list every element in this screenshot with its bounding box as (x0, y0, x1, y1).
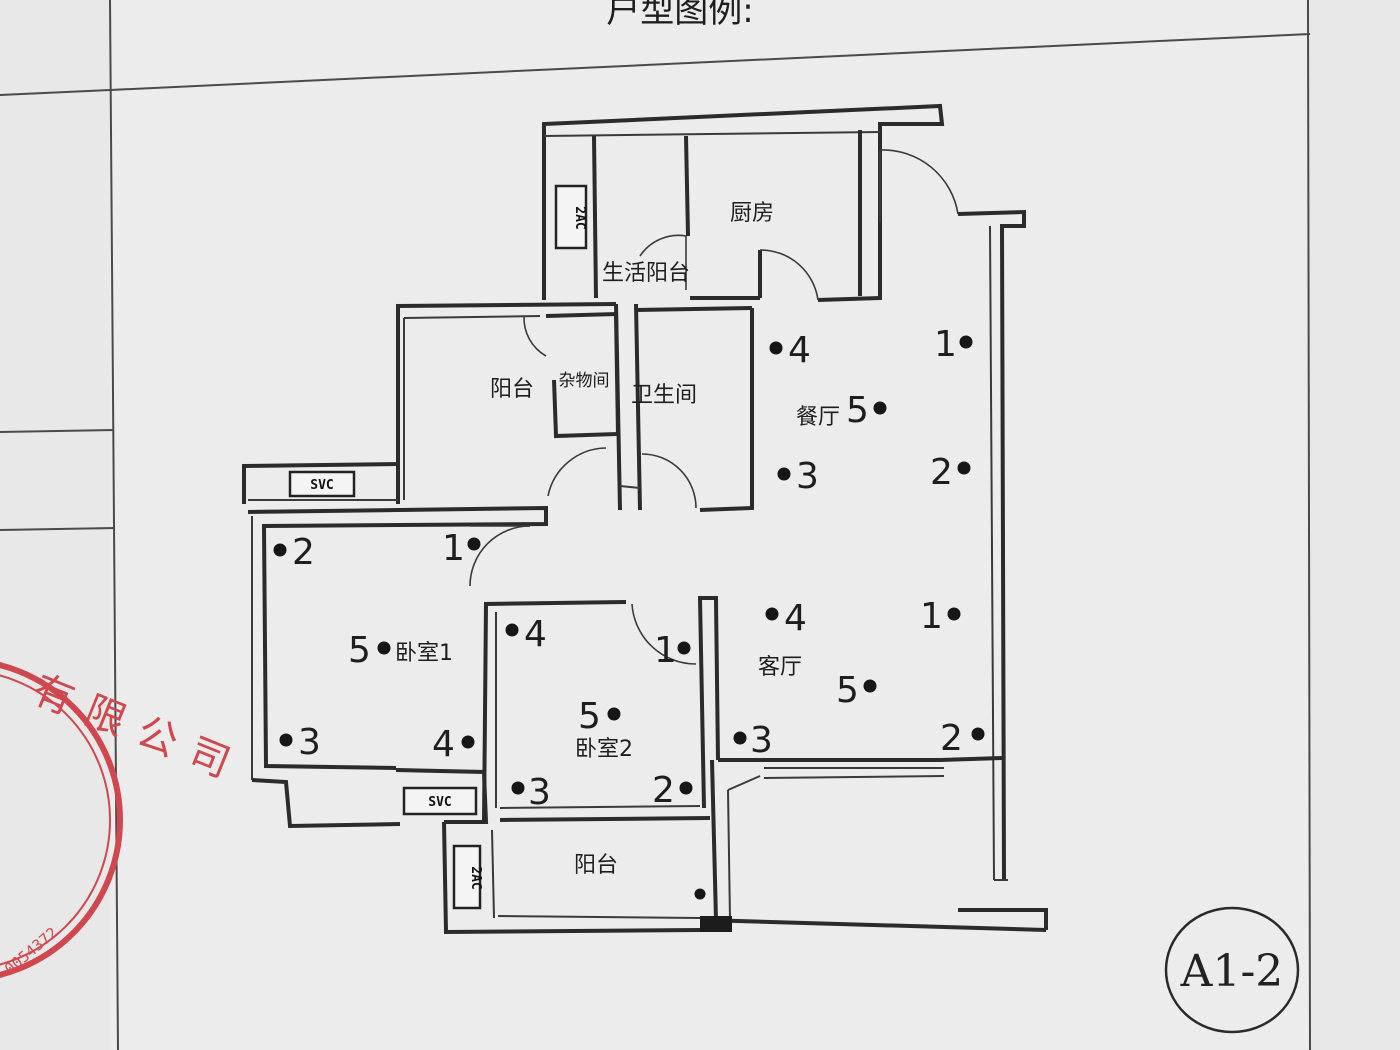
door-swings (469, 149, 959, 665)
room-label-bathroom: 卫生间 (631, 383, 697, 408)
svc-unit-lower: SVC (402, 786, 478, 816)
point-label: 3 (298, 722, 321, 763)
sheet-frame (0, 0, 1311, 1050)
room-label-living: 客厅 (758, 655, 802, 680)
svg-text:SVC: SVC (428, 795, 451, 810)
points-living: 4 5 3 1 2 (733, 596, 985, 761)
svg-text:2AC: 2AC (572, 206, 587, 229)
room-label-bedroom-1: 卧室1 (395, 641, 453, 666)
page-title: 户型图例: (606, 0, 753, 31)
point-label: 5 (836, 670, 859, 711)
point-label: 1 (654, 630, 677, 671)
plan-code-badge: A1-2 (1164, 906, 1300, 1034)
point-label: 5 (846, 390, 869, 431)
point-label: 4 (784, 598, 807, 639)
ac-unit-bottom: 2AC (452, 844, 483, 910)
point-label: 2 (930, 452, 953, 493)
point-label: 3 (750, 720, 773, 761)
walls (242, 103, 1048, 935)
svg-text:SVC: SVC (310, 478, 333, 493)
plan-code: A1-2 (1180, 946, 1284, 997)
point-label: 3 (528, 772, 551, 813)
svc-unit-upper: SVC (288, 470, 356, 498)
room-label-dining: 餐厅 (796, 405, 840, 430)
point-label: 5 (348, 630, 371, 671)
room-label-bedroom-2: 卧室2 (575, 737, 633, 762)
room-label-service-balcony: 生活阳台 (602, 261, 690, 286)
point-label: 3 (796, 456, 819, 497)
room-label-storage: 杂物间 (559, 371, 610, 391)
point-label: 2 (652, 770, 675, 811)
point-label: 1 (442, 528, 465, 569)
point-label: 2 (292, 532, 315, 573)
svg-text:2AC: 2AC (468, 866, 483, 889)
point-label: 4 (432, 724, 455, 765)
room-label-balcony-north: 阳台 (490, 377, 534, 402)
point-label: 2 (940, 718, 963, 759)
room-label-balcony-south: 阳台 (574, 853, 618, 878)
point-label: 5 (578, 696, 601, 737)
point-label: 4 (524, 614, 547, 655)
points-bedroom-1: 1 2 5 3 4 (273, 528, 481, 765)
point-label: 4 (788, 330, 811, 371)
balcony-point-marker (694, 888, 706, 900)
points-dining: 4 5 3 1 2 (769, 324, 973, 497)
point-label: 1 (934, 324, 957, 365)
points-bedroom-2: 4 1 5 3 2 (505, 614, 693, 813)
room-label-kitchen: 厨房 (730, 201, 774, 226)
ac-unit-top: 2AC (554, 184, 588, 250)
point-label: 1 (920, 596, 943, 637)
